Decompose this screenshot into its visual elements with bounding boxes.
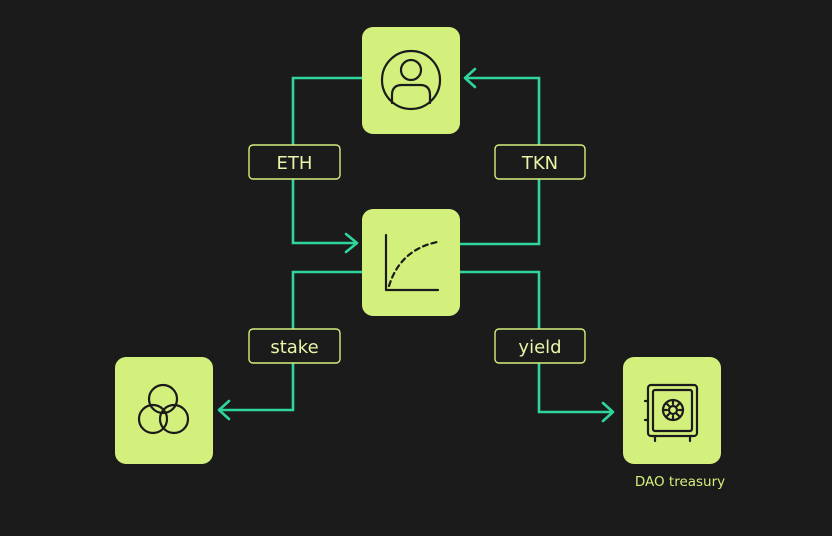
node-bonding-curve <box>362 209 460 316</box>
venn-circles-icon <box>137 383 190 435</box>
safe-vault-icon <box>643 383 699 443</box>
edge-eth-arrowhead <box>344 232 359 254</box>
edge-label-tkn: TKN <box>494 144 586 180</box>
edge-label-tkn-text: TKN <box>521 153 558 174</box>
node-staking-pool <box>115 357 213 464</box>
edge-yield-arrowhead <box>601 401 615 423</box>
edge-stake-arrowhead <box>217 399 231 421</box>
node-treasury <box>623 357 721 464</box>
curve-chart-icon <box>384 233 440 292</box>
edge-label-yield: yield <box>494 328 586 364</box>
edge-tkn-arrowhead <box>463 67 477 89</box>
edge-label-eth-text: ETH <box>277 153 313 174</box>
node-user <box>362 27 460 134</box>
user-icon <box>380 49 442 111</box>
edge-label-stake: stake <box>248 328 341 364</box>
edge-label-yield-text: yield <box>518 337 561 358</box>
treasury-caption: DAO treasury <box>635 474 725 490</box>
edge-label-eth: ETH <box>248 144 341 180</box>
edge-label-stake-text: stake <box>270 337 318 358</box>
